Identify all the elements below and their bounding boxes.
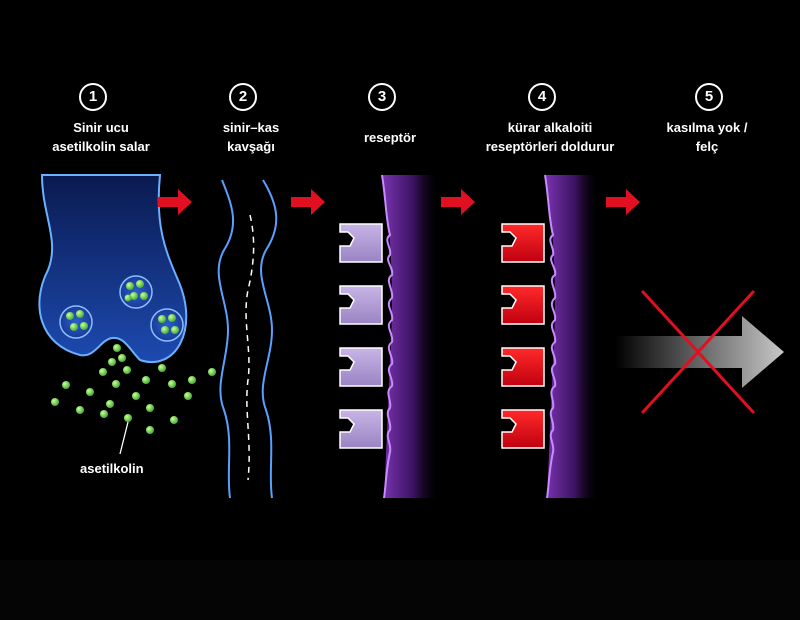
receptor-blocked — [501, 223, 545, 263]
step-title-line: kürar alkaloiti — [507, 120, 593, 135]
arrow-right-icon — [606, 189, 640, 215]
step-number-3: 3 — [368, 83, 396, 111]
released-acetylcholine — [51, 344, 216, 434]
step-title-line: Sinir ucu — [73, 120, 129, 135]
step-number-4: 4 — [528, 83, 556, 111]
step-title-line: reseptörleri doldurur — [485, 139, 615, 154]
receptor-normal — [339, 347, 383, 387]
step-title-line: kasılma yok / — [666, 120, 748, 135]
receptor-normal — [339, 409, 383, 449]
blocked-receptor-panel — [501, 174, 600, 499]
receptor-normal — [339, 223, 383, 263]
vesicle-contents — [66, 280, 179, 334]
acetylcholine-label: asetilkolin — [80, 461, 144, 476]
receptor-blocked — [501, 347, 545, 387]
vesicle — [150, 308, 184, 342]
receptor-normal — [339, 285, 383, 325]
step-title-2: sinir–kas kavşağı — [191, 118, 311, 156]
step-arrows — [158, 189, 640, 215]
vesicle — [119, 275, 153, 309]
synaptic-cleft — [217, 179, 278, 499]
step-number-5: 5 — [695, 83, 723, 111]
receptor-blocked — [501, 285, 545, 325]
step-title-line: felç — [695, 139, 719, 154]
cross-icon — [641, 290, 755, 414]
step-number-2: 2 — [229, 83, 257, 111]
no-contraction — [615, 290, 784, 414]
footer-band — [0, 560, 800, 620]
step-number-1: 1 — [79, 83, 107, 111]
nerve-terminal — [38, 174, 216, 455]
receptor-panel — [339, 174, 440, 499]
arrow-right-icon — [291, 189, 325, 215]
receptor-blocked — [501, 409, 545, 449]
step-title-4: kürar alkaloiti reseptörleri doldurur — [470, 118, 630, 156]
step-title-3: reseptör — [330, 128, 450, 147]
step-title-line: kavşağı — [227, 139, 275, 154]
step-title-line: sinir–kas — [222, 120, 280, 135]
step-title-1: Sinir ucu asetilkolin salar — [41, 118, 161, 156]
step-title-line: reseptör — [363, 130, 417, 145]
label-pointer — [119, 421, 129, 455]
step-title-5: kasılma yok / felç — [647, 118, 767, 156]
vesicle — [59, 305, 93, 339]
arrow-right-icon — [158, 189, 192, 215]
arrow-right-icon — [441, 189, 475, 215]
step-title-line: asetilkolin salar — [52, 139, 150, 154]
